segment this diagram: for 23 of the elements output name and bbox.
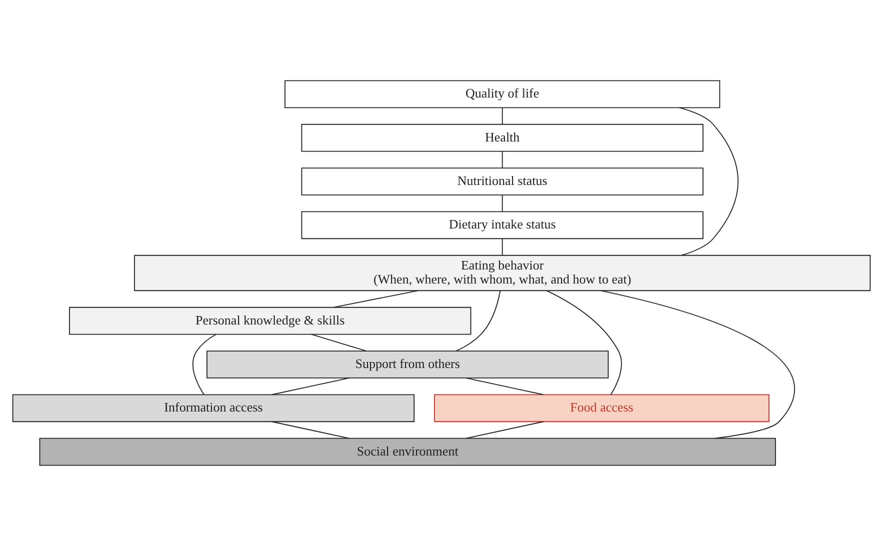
node-box: Information access	[12, 394, 415, 422]
connector	[546, 290, 622, 395]
node-box: Eating behavior (When, where, with whom, what, and how to eat)	[134, 254, 871, 291]
node-box: Food access	[434, 394, 770, 422]
connector	[192, 333, 217, 395]
connector	[502, 238, 503, 256]
connector	[502, 150, 503, 168]
connector	[502, 194, 503, 212]
node-box: Health	[301, 123, 704, 152]
node-box: Social environment	[39, 437, 776, 466]
node-box: Personal knowledge & skills	[69, 306, 472, 334]
connector	[456, 290, 501, 351]
connector	[271, 420, 350, 438]
connector	[465, 377, 544, 395]
node-box: Quality of life	[284, 80, 720, 108]
connector	[502, 106, 503, 124]
connector	[272, 377, 350, 395]
node-box: Nutritional status	[301, 167, 704, 195]
connector	[600, 290, 796, 438]
node-box: Support from others	[206, 350, 609, 378]
node-box: Dietary intake status	[301, 210, 704, 239]
connector	[333, 290, 418, 308]
connector	[466, 420, 544, 438]
